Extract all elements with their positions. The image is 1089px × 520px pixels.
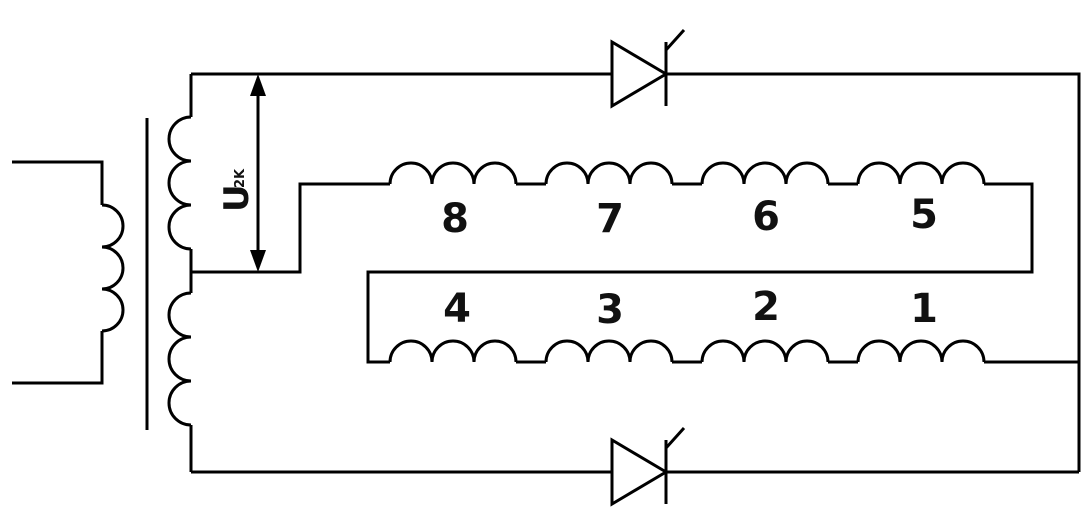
coil-3 <box>544 339 674 363</box>
top-coil-row <box>388 161 986 186</box>
secondary-winding <box>167 74 193 472</box>
secondary-coil-upper <box>167 115 192 251</box>
top-coil-labels: 8 7 6 5 <box>441 192 938 242</box>
coil-2 <box>700 339 830 363</box>
coil-5 <box>856 161 986 185</box>
voltage-label: U 2K <box>217 168 257 212</box>
loop-return-wire <box>366 182 1034 364</box>
primary-lead-top <box>12 160 104 205</box>
voltage-arrow <box>250 74 266 272</box>
center-tap-wire <box>191 182 390 274</box>
coil-label-5: 5 <box>910 192 938 238</box>
coil-1 <box>856 339 986 363</box>
thyristor-top-gate <box>664 28 686 52</box>
coil-label-3: 3 <box>596 287 624 333</box>
secondary-coil-lower <box>167 291 192 427</box>
voltage-arrowhead-bottom <box>250 250 266 272</box>
primary-lead-bottom <box>12 331 104 385</box>
coil-label-1: 1 <box>910 286 938 332</box>
coil-4 <box>388 339 518 363</box>
coil-label-4: 4 <box>443 286 471 332</box>
bottom-coil-labels: 4 3 2 1 <box>443 284 938 333</box>
thyristor-top-body <box>610 39 669 109</box>
bottom-coil-row <box>388 339 986 364</box>
thyristor-bottom-body <box>610 437 669 507</box>
coil-6 <box>700 161 830 185</box>
thyristor-bottom <box>610 426 686 507</box>
voltage-arrowhead-top <box>250 74 266 96</box>
primary-coil <box>101 203 125 333</box>
thyristor-top <box>610 28 686 109</box>
coil-label-8: 8 <box>441 196 469 242</box>
coil-label-7: 7 <box>596 196 624 242</box>
voltage-symbol: U <box>217 184 257 212</box>
top-rail-right <box>666 72 1081 472</box>
coil-7 <box>544 161 674 185</box>
coil-label-2: 2 <box>752 284 780 330</box>
coil-8 <box>388 161 518 185</box>
primary-winding <box>12 160 125 385</box>
coil-label-6: 6 <box>752 194 780 240</box>
thyristor-bottom-gate <box>664 426 686 450</box>
voltage-subscript: 2K <box>233 168 248 188</box>
